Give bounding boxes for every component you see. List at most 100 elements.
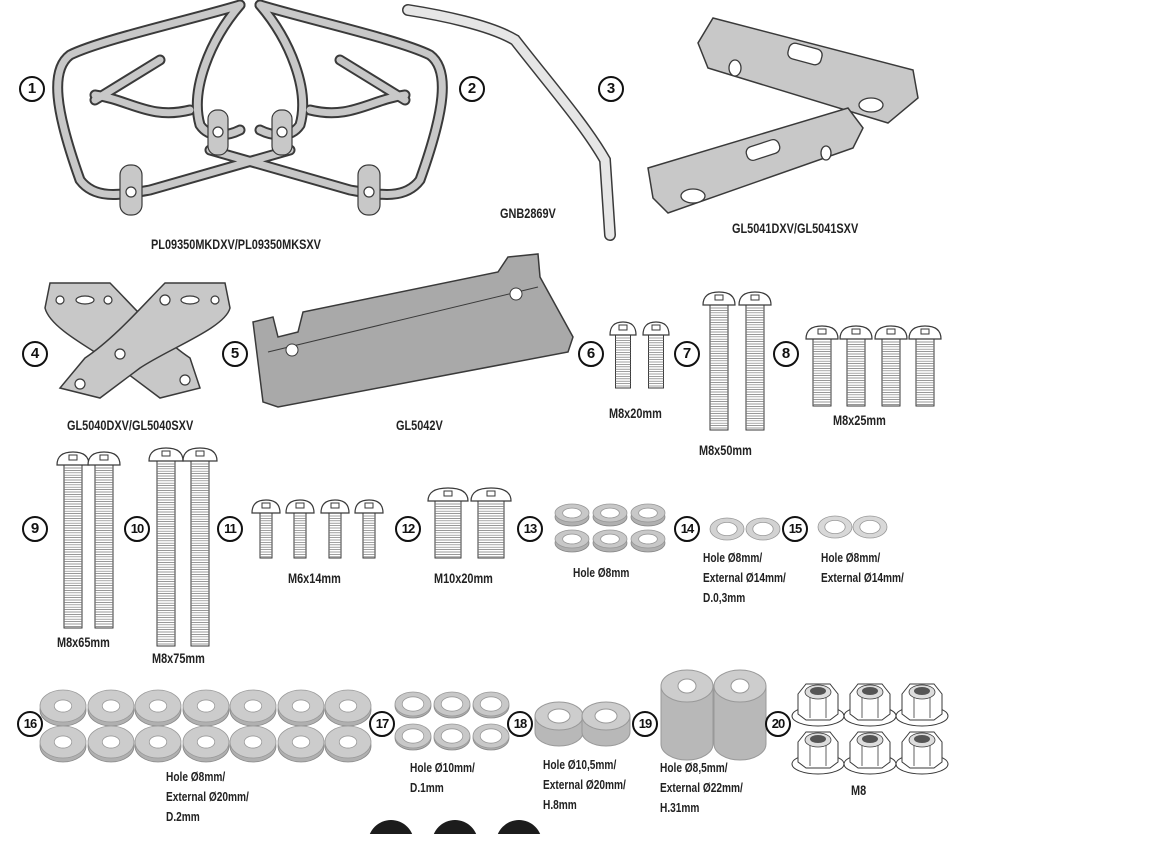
screw-icon: [908, 325, 942, 407]
callout-1: 1: [19, 76, 45, 102]
split-lock-washer-icon: [630, 529, 666, 553]
part-label-lock-washer: Hole Ø8mm: [573, 563, 629, 583]
flange-nut-icon: [843, 731, 897, 775]
label-line: External Ø22mm/: [660, 780, 743, 795]
washer-icon: [182, 689, 229, 727]
washer-icon: [229, 689, 277, 727]
callout-18: 18: [507, 711, 533, 737]
spacer-icon: [581, 701, 631, 747]
callout-6: 6: [578, 341, 604, 367]
callout-4: 4: [22, 341, 48, 367]
flange-nut-icon: [791, 683, 845, 727]
washer-icon: [472, 723, 510, 751]
split-lock-washer-icon: [592, 529, 628, 553]
callout-19: 19: [632, 711, 658, 737]
part-label-m8x65: M8x65mm: [57, 634, 110, 650]
screw-icon: [56, 451, 90, 629]
callout-14: 14: [674, 516, 700, 542]
label-line: Hole Ø8mm/: [703, 550, 763, 565]
washer-icon: [134, 725, 182, 763]
split-lock-washer-icon: [592, 503, 628, 527]
callout-11: 11: [217, 516, 243, 542]
label-line: Hole Ø10,5mm/: [543, 757, 617, 772]
part-label-washer-14: Hole Ø8mm/ External Ø14mm/ D.0,3mm: [703, 548, 786, 608]
tall-spacer-icon: [660, 669, 714, 761]
part-label-cover-plate: GL5042V: [396, 417, 443, 433]
callout-15: 15: [782, 516, 808, 542]
label-line: Hole Ø8mm/: [166, 769, 226, 784]
callout-13: 13: [517, 516, 543, 542]
part-label-side-case-frame: PL09350MKDXV/PL09350MKSXV: [151, 236, 321, 252]
screw-icon: [642, 321, 670, 389]
part-label-m8x20: M8x20mm: [609, 405, 662, 421]
label-line: External Ø20mm/: [166, 789, 249, 804]
callout-5: 5: [222, 341, 248, 367]
washer-icon: [745, 517, 781, 541]
flange-nut-icon: [791, 731, 845, 775]
label-line: Hole Ø8mm: [573, 565, 630, 580]
screw-icon: [427, 487, 469, 559]
washer-icon: [182, 725, 229, 763]
side-case-frame-icon: [52, 0, 448, 216]
callout-16: 16: [17, 711, 43, 737]
flange-screw-icon: [320, 499, 350, 559]
label-line: D.0,3mm: [703, 590, 746, 605]
washer-icon: [324, 725, 372, 763]
washer-icon: [277, 725, 324, 763]
washer-icon: [472, 691, 510, 719]
label-line: Hole Ø8mm/: [821, 550, 881, 565]
callout-2: 2: [459, 76, 485, 102]
part-label-spacer-18: Hole Ø10,5mm/ External Ø20mm/ H.8mm: [543, 755, 626, 815]
flange-screw-icon: [354, 499, 384, 559]
callout-8: 8: [773, 341, 799, 367]
screw-icon: [182, 447, 218, 647]
crossed-plates-icon: [44, 282, 231, 399]
washer-icon: [134, 689, 182, 727]
part-label-spacer-19: Hole Ø8,5mm/ External Ø22mm/ H.31mm: [660, 758, 743, 818]
callout-12: 12: [395, 516, 421, 542]
washer-icon: [433, 691, 471, 719]
tall-spacer-icon: [713, 669, 767, 761]
label-line: D.2mm: [166, 809, 200, 824]
screw-icon: [874, 325, 908, 407]
screw-icon: [702, 291, 736, 431]
cutoff-disc: [496, 820, 542, 834]
washer-icon: [277, 689, 324, 727]
part-label-nut-m8: M8: [851, 782, 867, 798]
flange-nut-icon: [895, 683, 949, 727]
part-label-m6x14: M6x14mm: [288, 570, 341, 586]
washer-icon: [394, 723, 432, 751]
spacer-icon: [534, 701, 584, 747]
callout-10: 10: [124, 516, 150, 542]
label-line: External Ø20mm/: [543, 777, 626, 792]
part-label-washer-17: Hole Ø10mm/ D.1mm: [410, 758, 475, 798]
label-line: External Ø14mm/: [821, 570, 904, 585]
flange-nut-icon: [843, 683, 897, 727]
screw-icon: [148, 447, 184, 647]
cover-plate-icon: [252, 253, 574, 408]
washer-icon: [229, 725, 277, 763]
callout-20: 20: [765, 711, 791, 737]
split-lock-washer-icon: [554, 529, 590, 553]
bracket-plates-icon: [647, 17, 919, 214]
label-line: Hole Ø8,5mm/: [660, 760, 728, 775]
washer-icon: [433, 723, 471, 751]
label-line: Hole Ø10mm/: [410, 760, 475, 775]
split-lock-washer-icon: [630, 503, 666, 527]
washer-icon: [817, 515, 853, 539]
label-line: H.31mm: [660, 800, 700, 815]
callout-17: 17: [369, 711, 395, 737]
washer-icon: [39, 689, 87, 727]
support-bar-icon: [402, 4, 616, 241]
washer-icon: [39, 725, 87, 763]
callout-3: 3: [598, 76, 624, 102]
part-label-bracket-plates: GL5041DXV/GL5041SXV: [732, 220, 859, 236]
screw-icon: [839, 325, 873, 407]
cutoff-disc: [432, 820, 478, 834]
part-label-washer-16: Hole Ø8mm/ External Ø20mm/ D.2mm: [166, 767, 249, 827]
screw-icon: [738, 291, 772, 431]
part-label-m10x20: M10x20mm: [434, 570, 493, 586]
flange-nut-icon: [895, 731, 949, 775]
split-lock-washer-icon: [554, 503, 590, 527]
screw-icon: [805, 325, 839, 407]
